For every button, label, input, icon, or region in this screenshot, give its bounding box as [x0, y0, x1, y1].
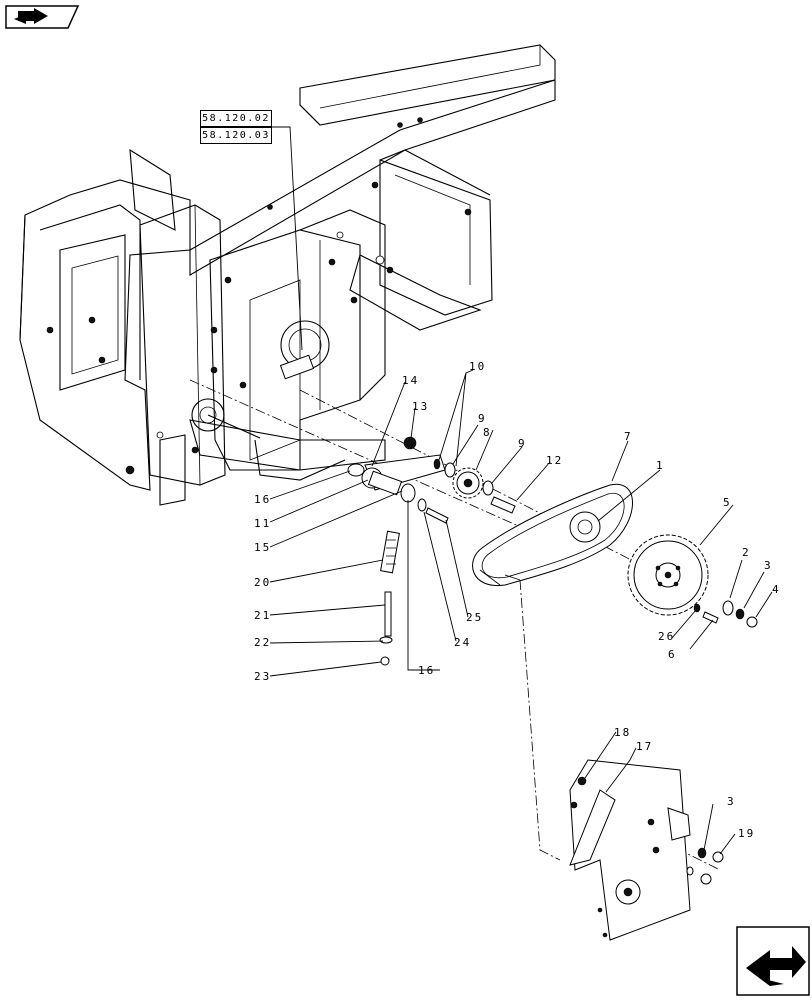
callout-11: 11: [254, 517, 271, 530]
callout-20: 20: [254, 576, 271, 589]
callout-labels: 1 2 3 3 4 5 6 7 8 9 9 10 11 12 13 14 15 …: [254, 360, 781, 840]
callout-16: 16: [254, 493, 271, 506]
callout-5: 5: [723, 496, 732, 509]
drive-sprocket: [627, 534, 709, 616]
idler-sprocket: [452, 467, 484, 499]
callout-18: 18: [614, 726, 631, 739]
baler-frame-assembly: [19, 44, 721, 871]
callout-12: 12: [546, 454, 563, 467]
drive-components: [347, 436, 758, 666]
callout-9: 9: [478, 412, 487, 425]
callout-24: 24: [454, 636, 471, 649]
callout-21: 21: [254, 609, 271, 622]
callout-6: 6: [668, 648, 677, 661]
leader-lines: [269, 126, 773, 855]
callout-10: 10: [469, 360, 486, 373]
callout-15: 15: [254, 541, 271, 554]
callout-1: 1: [656, 459, 665, 472]
callout-19: 19: [738, 827, 755, 840]
book-arrow-icon[interactable]: [5, 5, 80, 29]
callout-7: 7: [624, 430, 633, 443]
callout-8: 8: [483, 426, 492, 439]
callout-22: 22: [254, 636, 271, 649]
callout-14: 14: [402, 374, 419, 387]
next-page-arrow-icon[interactable]: [736, 926, 810, 996]
callout-23: 23: [254, 670, 271, 683]
callout-2: 2: [742, 546, 751, 559]
drive-chain: [472, 483, 633, 587]
reference-box-2[interactable]: 58.120.03: [200, 127, 272, 144]
callout-3: 3: [727, 795, 736, 808]
reference-box-1[interactable]: 58.120.02: [200, 110, 272, 127]
callout-4: 4: [772, 583, 781, 596]
callout-13: 13: [412, 400, 429, 413]
callout-3: 3: [764, 559, 773, 572]
lower-bracket-assembly: [569, 759, 724, 941]
callout-16: 16: [418, 664, 435, 677]
callout-17: 17: [636, 740, 653, 753]
callout-25: 25: [466, 611, 483, 624]
callout-26: 26: [658, 630, 675, 643]
callout-9: 9: [518, 437, 527, 450]
